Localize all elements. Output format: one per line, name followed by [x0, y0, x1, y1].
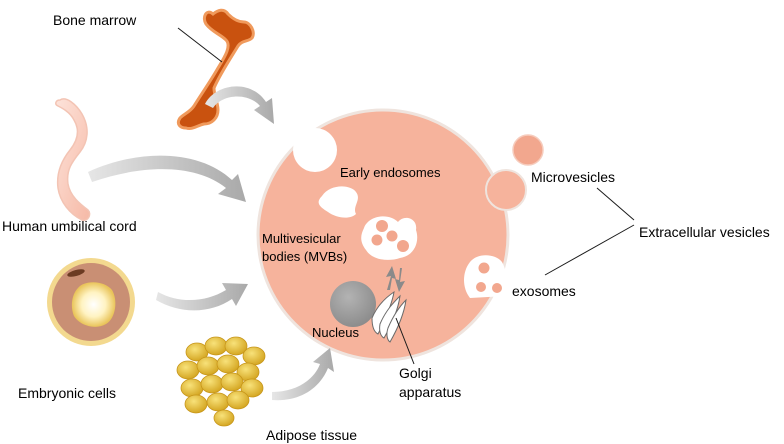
golgi-leader-line — [395, 317, 415, 365]
exosome-release — [464, 255, 507, 298]
golgi-apparatus — [371, 290, 407, 343]
early-endosome — [318, 186, 358, 218]
label-mvb-line2: bodies (MVBs) — [262, 249, 347, 264]
nucleus — [330, 281, 376, 327]
label-golgi-line2: apparatus — [399, 384, 461, 400]
label-adipose-tissue: Adipose tissue — [266, 427, 357, 443]
label-golgi-line1: Golgi — [399, 365, 432, 381]
arrow-bone-icon — [205, 86, 274, 124]
label-nucleus: Nucleus — [312, 325, 359, 340]
exosome-inner — [492, 283, 502, 293]
arrow-down-icon — [395, 268, 405, 292]
exosome-inner — [478, 262, 490, 274]
mvb-vesicle — [376, 220, 388, 232]
label-embryonic-cells: Embryonic cells — [18, 385, 116, 401]
budding-microvesicle — [485, 169, 527, 211]
label-mvb-line1: Multivesicular — [262, 231, 341, 246]
ev-bracket-upper — [596, 187, 635, 221]
umbilical-cord-icon — [55, 98, 91, 222]
exosome-inner — [476, 282, 486, 292]
bone-leader-line — [177, 27, 223, 63]
label-microvesicles: Microvesicles — [531, 169, 615, 185]
leader-lines — [177, 27, 635, 365]
label-umbilical-cord: Human umbilical cord — [2, 218, 137, 234]
mvb-vesicle — [397, 240, 409, 252]
bone-icon — [176, 8, 255, 130]
mvb-vesicle — [386, 230, 398, 242]
arrow-up-icon — [386, 266, 396, 290]
label-extracellular-vesicles: Extracellular vesicles — [639, 224, 770, 240]
adipose-tissue-icon — [176, 336, 266, 427]
transport-arrows — [386, 266, 405, 292]
endocytosis-pit — [293, 128, 337, 172]
ev-bracket-lower — [544, 224, 635, 276]
embryonic-cell-icon — [47, 258, 135, 346]
source-arrows — [88, 86, 334, 401]
mvb — [361, 216, 418, 260]
microvesicle — [512, 134, 544, 166]
arrow-adipose-icon — [272, 348, 334, 401]
arrow-cord-icon — [88, 155, 246, 202]
mvb-vesicle — [371, 234, 383, 246]
label-early-endosomes: Early endosomes — [340, 165, 441, 180]
arrow-embryonic-icon — [156, 283, 248, 311]
label-bone-marrow: Bone marrow — [53, 12, 137, 28]
label-exosomes: exosomes — [512, 283, 576, 299]
